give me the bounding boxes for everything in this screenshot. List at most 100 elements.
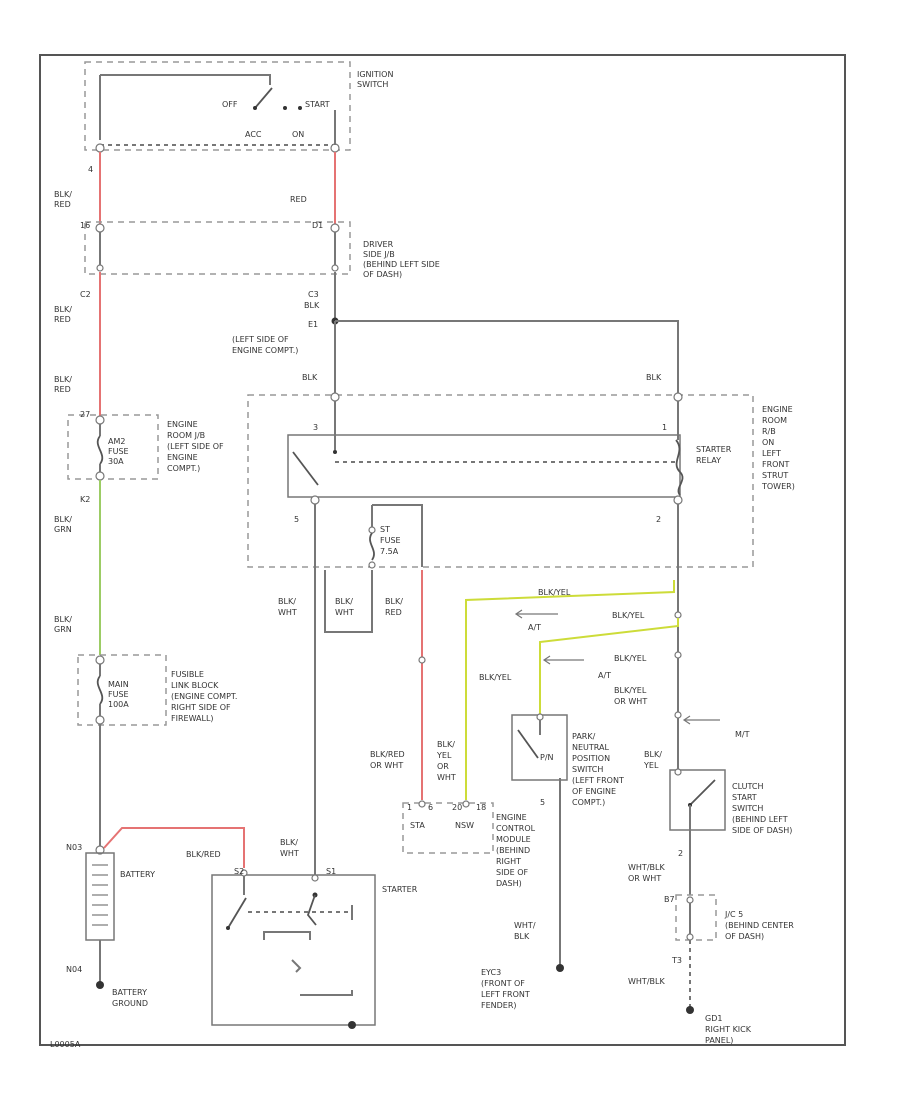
- pnp-switch-contact: [517, 729, 539, 759]
- a-t-arrow-2: [542, 655, 584, 665]
- starter-motor-symbol: [291, 959, 302, 973]
- fusible-link-3: (ENGINE COMPT.: [171, 692, 237, 701]
- blk-top-left-label: BLK: [302, 373, 318, 382]
- ign-terminal-4: [95, 143, 105, 153]
- ecm-pin-6: 6: [428, 803, 433, 812]
- jc5-label-2: (BEHIND CENTER: [725, 921, 794, 930]
- am2-terminal-in: [95, 415, 105, 425]
- blk-wht-2-a: BLK/: [335, 597, 353, 606]
- clutch-label-1: CLUTCH: [732, 782, 764, 791]
- driver-jb-label-1: DRIVER: [363, 240, 394, 249]
- jc5-label-3: OF DASH): [725, 932, 764, 941]
- eyc3-label-1: EYC3: [481, 968, 501, 977]
- relay-pin-1-label: 1: [662, 423, 667, 432]
- blk-grn-2-a: BLK/: [54, 615, 72, 624]
- gd1-label-1: GD1: [705, 1014, 722, 1023]
- relay-out-2: [673, 495, 683, 505]
- pnp-terminal-in: [536, 713, 544, 721]
- a-t-1-label: A/T: [528, 623, 541, 632]
- pnp-label-3: POSITION: [572, 754, 610, 763]
- driver-jb-box: [84, 221, 351, 275]
- pnp-label-1: PARK/: [572, 732, 596, 741]
- blk-wht-starter-2: WHT: [280, 849, 299, 858]
- jc5-box: [675, 894, 717, 941]
- relay-in-1: [673, 392, 683, 402]
- blk-grn-2-b: GRN: [54, 625, 72, 634]
- am2-fuse-element: [96, 435, 104, 465]
- relay-pin-3-label: 3: [313, 423, 318, 432]
- starter-ground-point: [348, 1021, 356, 1029]
- eyc3-label-2: (FRONT OF: [481, 979, 525, 988]
- ground-gd1: [686, 1006, 694, 1014]
- fusible-link-2: LINK BLOCK: [171, 681, 219, 690]
- blk-yel-4-label: BLK/YEL: [479, 673, 512, 682]
- blk-label-e1: BLK: [304, 301, 320, 310]
- relay-pin-5-label: 5: [294, 515, 299, 524]
- ign-off-contact: [253, 106, 257, 110]
- battery-body: [85, 852, 115, 941]
- blk-red-3-a: BLK/: [54, 375, 72, 384]
- battery-pos-terminal: [95, 845, 105, 855]
- clutch-terminal-in: [674, 768, 682, 776]
- blk-yel-or-wht-2: OR WHT: [614, 697, 647, 706]
- blk-red-3-b: RED: [54, 385, 71, 394]
- clutch-switch-box: [669, 769, 726, 831]
- blk-red-or-wht-2: OR WHT: [370, 761, 403, 770]
- er-rb-6: FRONT: [762, 460, 789, 469]
- blk-red-2-b: RED: [54, 315, 71, 324]
- driver-jb-label-2: SIDE J/B: [363, 250, 395, 259]
- ign-start-contact-2: [298, 106, 302, 110]
- m-t-label: M/T: [735, 730, 750, 739]
- fusible-link-5: FIREWALL): [171, 714, 214, 723]
- st-fuse-top: [368, 526, 376, 534]
- blk-wht-1-a: BLK/: [278, 597, 296, 606]
- eyc3-label-3: LEFT FRONT: [481, 990, 530, 999]
- battery-label: BATTERY: [120, 870, 155, 879]
- main-fuse-label-3: 100A: [108, 700, 129, 709]
- n03-label: N03: [66, 843, 82, 852]
- er-jb-left-4: ENGINE: [167, 453, 198, 462]
- wht-blk-2-label: WHT/BLK: [628, 977, 665, 986]
- ecm-sta-label: STA: [410, 821, 425, 830]
- starter-relay-label-1: STARTER: [696, 445, 732, 454]
- a-t-arrow-1: [514, 609, 558, 619]
- ecm-pin-nsw: [462, 800, 470, 808]
- starter-solenoid-coil: [306, 894, 317, 926]
- red-label: RED: [290, 195, 307, 204]
- relay-switch-contact: [292, 451, 319, 486]
- wht-blk-or-wht-2: OR WHT: [628, 874, 661, 883]
- pnp-label-7: COMPT.): [572, 798, 605, 807]
- blk-yel-2-label: BLK/YEL: [612, 611, 645, 620]
- ground-eyc3: [556, 964, 564, 972]
- am2-label-2: FUSE: [108, 447, 129, 456]
- er-rb-7: STRUT: [762, 471, 788, 480]
- eyc3-label-4: FENDER): [481, 1001, 517, 1010]
- er-rb-2: ROOM: [762, 416, 787, 425]
- jb-left-out: [96, 264, 104, 272]
- blk-wht-1-b: WHT: [278, 608, 297, 617]
- blk-yel-or-wht-left-1: BLK/: [437, 740, 455, 749]
- relay-out-3: [310, 495, 320, 505]
- relay-coil: [675, 439, 684, 496]
- starter-relay-box: [287, 434, 681, 498]
- er-rb-1: ENGINE: [762, 405, 793, 414]
- starter-motor-ground: [300, 990, 353, 996]
- pnp-label-2: NEUTRAL: [572, 743, 609, 752]
- st-fuse-element: [369, 532, 375, 561]
- m-t-arrow: [682, 715, 720, 725]
- a-t-2-label: A/T: [598, 671, 611, 680]
- ecm-label-2: CONTROL: [496, 824, 536, 833]
- jb-right-out: [331, 264, 339, 272]
- switch-off-label: OFF: [222, 100, 238, 109]
- starter-terminal-s1: [311, 874, 319, 882]
- wht-blk-1-a: WHT/: [514, 921, 536, 930]
- blk-red-1-b: RED: [54, 200, 71, 209]
- switch-acc-label: ACC: [245, 130, 262, 139]
- fusible-link-box: [77, 654, 167, 726]
- ecm-label-3: MODULE: [496, 835, 531, 844]
- ecm-box: [402, 802, 494, 854]
- blk-yel-or-wht-left-3: OR: [437, 762, 449, 771]
- main-fuse-label-2: FUSE: [108, 690, 129, 699]
- engine-room-rb-box: [247, 394, 754, 568]
- clutch-label-2: START: [732, 793, 757, 802]
